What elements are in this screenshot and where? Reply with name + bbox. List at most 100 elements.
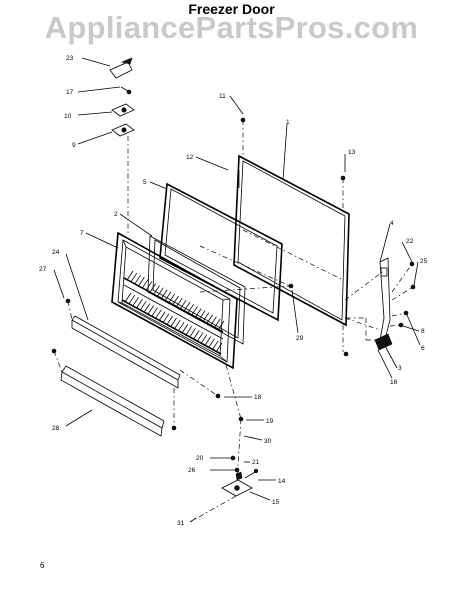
shelf-wire [208, 338, 215, 349]
part-top-hinge-cap [109, 57, 133, 79]
part-top-hinge-plate [111, 123, 135, 137]
shelf-wire [179, 299, 187, 310]
callout-30: 30 [264, 438, 272, 445]
callout-28: 28 [52, 425, 60, 432]
shelf-wire [206, 314, 213, 324]
part-inner-door-liner [111, 231, 238, 370]
part-upper-kick-plate [71, 315, 181, 389]
shelf-wire [157, 287, 164, 297]
page-title: Freezer Door [188, 1, 275, 17]
callout-7: 7 [80, 230, 84, 237]
callout-5: 5 [143, 179, 147, 186]
shelf-wire [215, 342, 223, 353]
alignment-lines [53, 120, 414, 523]
callout-27: 27 [39, 266, 47, 273]
part-lower-kick-plate [60, 365, 165, 437]
part-screw-lower [343, 351, 349, 357]
callout-13: 13 [348, 149, 356, 156]
shelf-wire [132, 296, 139, 307]
callout-16: 16 [390, 379, 398, 386]
shelf-wire [175, 297, 183, 308]
shelf-wire [136, 299, 143, 309]
shelf-wire [196, 332, 204, 342]
part-outer-door-panel [233, 154, 350, 327]
callout-11: 11 [219, 93, 226, 100]
watermark: AppliancePartsPros.com [44, 10, 419, 45]
callout-12: 12 [186, 154, 194, 161]
callout-4: 4 [390, 220, 394, 227]
shelf-wire [213, 318, 221, 329]
shelf-wire [217, 320, 225, 331]
shelf-wire [191, 306, 198, 316]
shelf-wire [192, 330, 200, 340]
part-top-hinge-screw [120, 86, 132, 95]
shelf-wire [147, 305, 155, 315]
shelf-wire [200, 334, 208, 344]
shelf-wire [155, 309, 162, 319]
shelf-wire [151, 307, 158, 317]
shelf-wire [164, 291, 172, 302]
part-washer-26 [234, 467, 240, 473]
callout-29: 29 [296, 335, 304, 342]
callout-8: 8 [421, 328, 425, 335]
callout-1: 1 [286, 119, 290, 126]
shelf-wire [128, 294, 136, 305]
shelf-wire [210, 316, 217, 327]
shelf-wire [198, 310, 206, 320]
shelf-wire [160, 289, 168, 299]
callout-17: 17 [66, 89, 74, 96]
shelf-wire [189, 328, 196, 338]
part-hinge-bracket [374, 257, 393, 351]
callout-labels: 23 17 10 9 11 1 12 13 5 2 7 4 22 25 24 2… [39, 55, 428, 527]
shelf-wire [172, 295, 179, 306]
shelf-wire [141, 279, 149, 289]
callout-26: 26 [188, 467, 196, 474]
callout-9: 9 [72, 142, 76, 149]
shelf-wire [130, 272, 138, 283]
shelf-wire [177, 321, 185, 332]
shelf-wire [185, 326, 192, 336]
shelf-wire [187, 304, 194, 314]
part-screw-25 [410, 284, 416, 290]
callout-22: 22 [406, 238, 414, 245]
shelf-wire [143, 303, 151, 313]
callout-21: 21 [252, 459, 260, 466]
shelf-wire [204, 336, 211, 346]
shelf-wire [183, 302, 191, 312]
shelf-wire [158, 311, 166, 321]
part-top-hinge-washer [111, 103, 135, 117]
callout-23: 23 [66, 55, 74, 62]
shelf-wire [126, 270, 134, 281]
shelf-wire [166, 315, 174, 326]
callout-18: 18 [254, 394, 262, 401]
shelf-wire [202, 312, 210, 322]
callout-3: 3 [398, 365, 402, 372]
shelf-wire [211, 340, 219, 351]
part-door-gasket [159, 182, 283, 322]
page-number: 6 [40, 561, 45, 570]
part-pin-20 [230, 455, 236, 461]
shelf-wire [181, 324, 189, 334]
callout-20: 20 [196, 455, 204, 462]
shelf-wire [153, 285, 160, 295]
part-screw-8 [398, 322, 404, 328]
shelf-wire [145, 281, 153, 291]
shelf-wire [173, 319, 181, 330]
callout-19: 19 [266, 418, 274, 425]
callout-31: 31 [177, 520, 185, 527]
shelf-wire [134, 274, 141, 285]
shelf-wire [149, 283, 157, 293]
callout-2: 2 [114, 211, 118, 218]
shelf-wire [162, 313, 170, 324]
callout-24: 24 [52, 249, 60, 256]
part-bottom-hinge [221, 468, 259, 497]
shelf-wire [168, 293, 176, 304]
callout-6: 6 [421, 345, 425, 352]
callout-15: 15 [272, 499, 280, 506]
shelf-wire [124, 292, 132, 303]
shelf-wire [138, 277, 145, 287]
shelf-wire [139, 301, 147, 311]
callout-14: 14 [278, 478, 286, 485]
